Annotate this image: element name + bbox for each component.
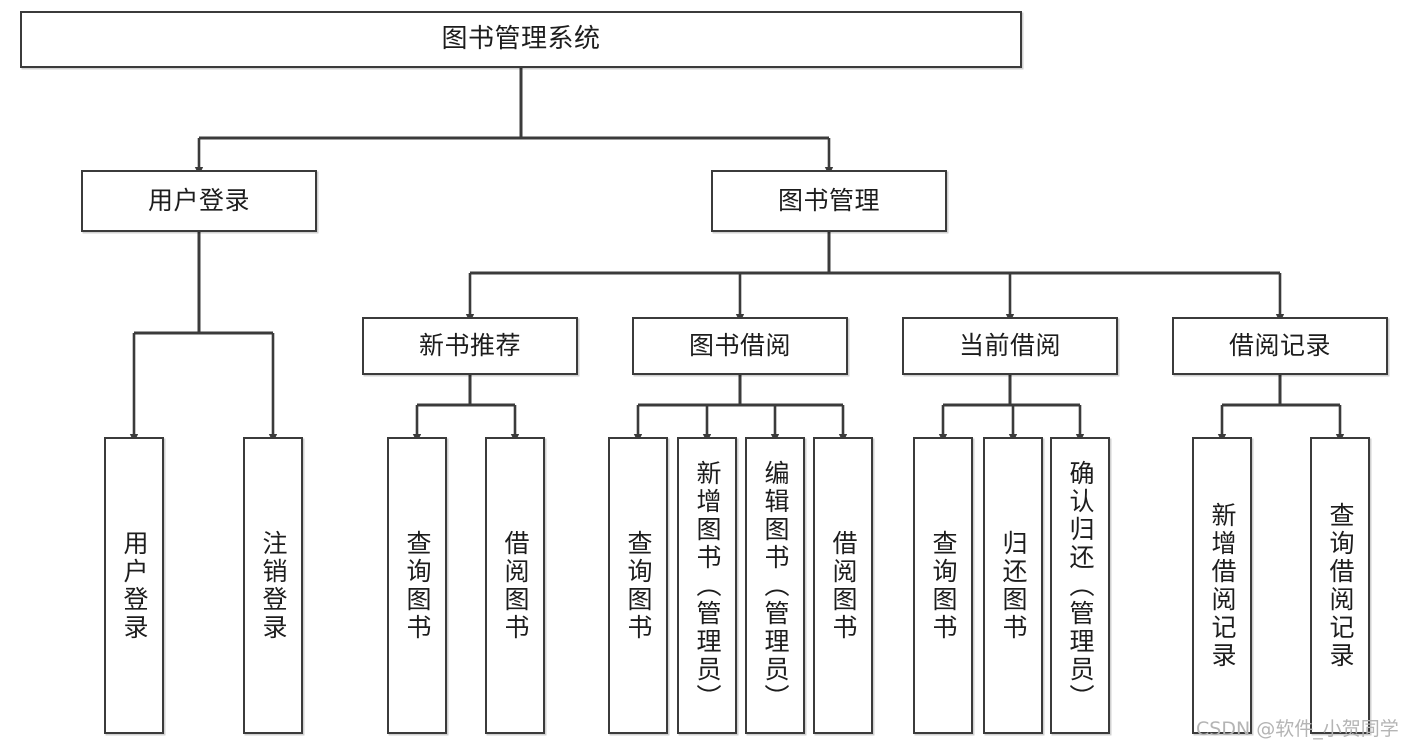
node-label-l-addbook: 新增图书（管理员） [693, 459, 722, 712]
node-label-l-querybook3: 查询图书 [929, 529, 958, 642]
node-label-l-returnbook: 归还图书 [999, 529, 1028, 642]
node-label-l-editbook: 编辑图书（管理员） [761, 459, 790, 712]
node-l-borrowbook2[interactable]: 借阅图书 [813, 437, 873, 734]
connector-group [129, 68, 1345, 443]
node-l-addbook[interactable]: 新增图书（管理员） [677, 437, 737, 734]
node-l-editbook[interactable]: 编辑图书（管理员） [745, 437, 805, 734]
node-root[interactable]: 图书管理系统 [20, 11, 1022, 68]
node-label-l-confirmret: 确认归还（管理员） [1066, 459, 1095, 712]
node-l-querybook2[interactable]: 查询图书 [608, 437, 668, 734]
node-l-querybook1[interactable]: 查询图书 [387, 437, 447, 734]
node-label-l-addrecord: 新增借阅记录 [1208, 501, 1237, 670]
node-l-queryrecord[interactable]: 查询借阅记录 [1310, 437, 1370, 734]
node-l-confirmret[interactable]: 确认归还（管理员） [1050, 437, 1110, 734]
node-label-current: 当前借阅 [958, 331, 1061, 360]
node-l-logout[interactable]: 注销登录 [243, 437, 303, 734]
node-label-l-querybook2: 查询图书 [624, 529, 653, 642]
node-label-bookmgmt: 图书管理 [777, 186, 880, 215]
node-label-records: 借阅记录 [1228, 331, 1331, 360]
node-borrow[interactable]: 图书借阅 [632, 317, 848, 375]
node-login[interactable]: 用户登录 [81, 170, 317, 232]
node-label-login: 用户登录 [147, 186, 250, 215]
node-newbook[interactable]: 新书推荐 [362, 317, 578, 375]
node-bookmgmt[interactable]: 图书管理 [711, 170, 947, 232]
node-l-userlogin[interactable]: 用户登录 [104, 437, 164, 734]
watermark-text: CSDN @软件_小贺同学 [1196, 718, 1399, 740]
node-label-root: 图书管理系统 [441, 23, 601, 54]
node-label-l-borrowbook2: 借阅图书 [829, 529, 858, 642]
node-records[interactable]: 借阅记录 [1172, 317, 1388, 375]
node-label-l-borrowbook1: 借阅图书 [501, 529, 530, 642]
node-label-l-queryrecord: 查询借阅记录 [1326, 501, 1355, 670]
node-label-l-logout: 注销登录 [259, 529, 288, 642]
node-l-borrowbook1[interactable]: 借阅图书 [485, 437, 545, 734]
node-label-l-querybook1: 查询图书 [403, 529, 432, 642]
node-l-addrecord[interactable]: 新增借阅记录 [1192, 437, 1252, 734]
node-current[interactable]: 当前借阅 [902, 317, 1118, 375]
node-l-querybook3[interactable]: 查询图书 [913, 437, 973, 734]
node-label-newbook: 新书推荐 [418, 331, 521, 360]
node-label-borrow: 图书借阅 [688, 331, 791, 360]
node-label-l-userlogin: 用户登录 [120, 529, 149, 642]
node-l-returnbook[interactable]: 归还图书 [983, 437, 1043, 734]
